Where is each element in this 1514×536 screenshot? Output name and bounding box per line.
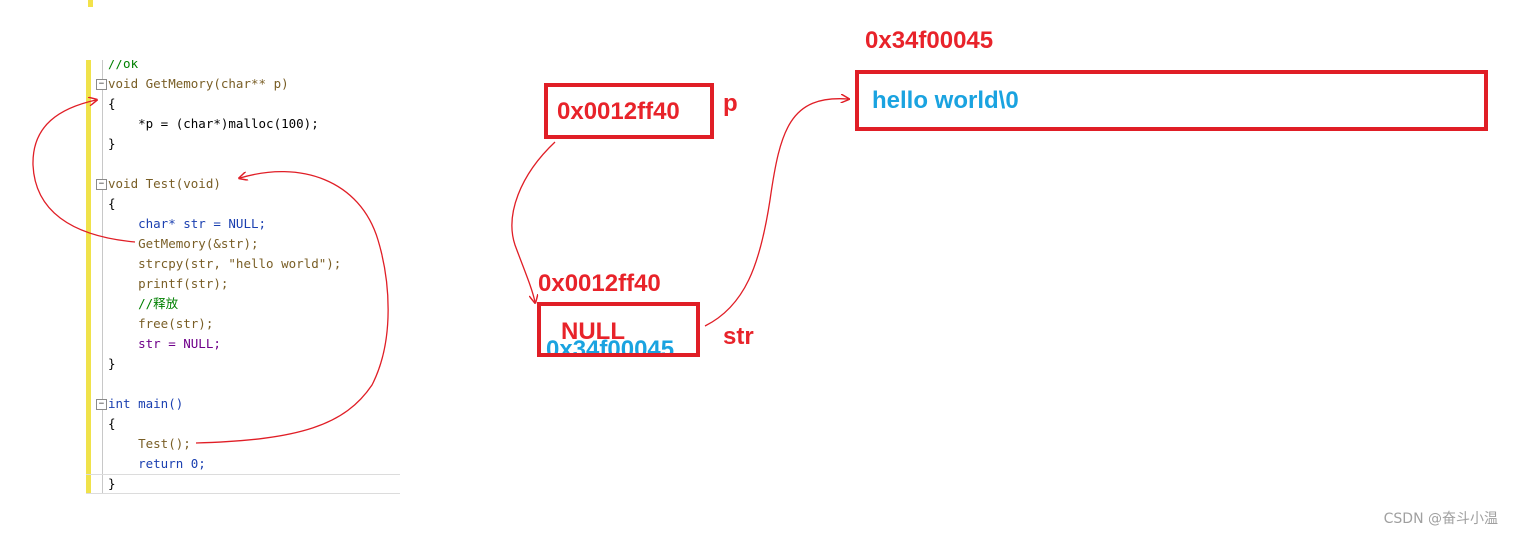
code-line: char* str = NULL; <box>108 216 267 231</box>
str-address: 0x0012ff40 <box>538 270 661 297</box>
code-line: } <box>108 356 116 371</box>
heap-box <box>855 70 1488 131</box>
code-line: *p = (char*)malloc(100); <box>108 116 319 131</box>
p-label: p <box>723 90 738 117</box>
str-label: str <box>723 323 754 350</box>
editor-divider <box>86 493 400 494</box>
code-line: void GetMemory(char** p) <box>108 76 289 91</box>
code-line: //ok <box>108 60 139 71</box>
code-line: str = NULL; <box>108 336 221 351</box>
code-line: free(str); <box>108 316 214 331</box>
watermark: CSDN @奋斗小温 <box>1383 511 1498 527</box>
str-new-value: 0x34f00045 <box>546 336 675 357</box>
str-old-value: NULL <box>561 318 625 345</box>
code-line: Test(); <box>108 436 191 451</box>
change-marker-bar <box>86 60 91 494</box>
fold-guide <box>102 60 103 494</box>
code-line: { <box>108 416 116 431</box>
code-line: int main() <box>108 396 184 411</box>
code-line: void Test(void) <box>108 176 221 191</box>
arrow-p-to-str <box>511 141 556 302</box>
fold-toggle-getmemory[interactable]: − <box>96 79 107 90</box>
code-line: { <box>108 96 116 111</box>
fold-toggle-test[interactable]: − <box>96 179 107 190</box>
p-value: 0x0012ff40 <box>557 98 680 125</box>
arrow-main-to-test <box>195 171 389 444</box>
code-line: printf(str); <box>108 276 229 291</box>
code-line: } <box>108 476 116 491</box>
code-line: strcpy(str, "hello world"); <box>108 256 342 271</box>
code-line: //释放 <box>108 296 179 311</box>
code-line: return 0; <box>108 456 206 471</box>
arrow-call-to-getmemory <box>32 100 136 243</box>
p-pointer-box <box>544 83 714 139</box>
heap-address: 0x34f00045 <box>865 27 994 54</box>
code-line: { <box>108 196 116 211</box>
arrow-str-to-heap <box>704 99 848 327</box>
heap-content: hello world\0 <box>872 87 1019 114</box>
code-line: GetMemory(&str); <box>108 236 259 251</box>
editor-top-marker <box>88 0 93 7</box>
code-line: } <box>108 136 116 151</box>
editor-divider <box>86 474 400 475</box>
fold-toggle-main[interactable]: − <box>96 399 107 410</box>
str-box: NULL 0x34f00045 <box>537 302 700 357</box>
code-editor: − − − //ok void GetMemory(char** p) { *p… <box>86 60 400 494</box>
